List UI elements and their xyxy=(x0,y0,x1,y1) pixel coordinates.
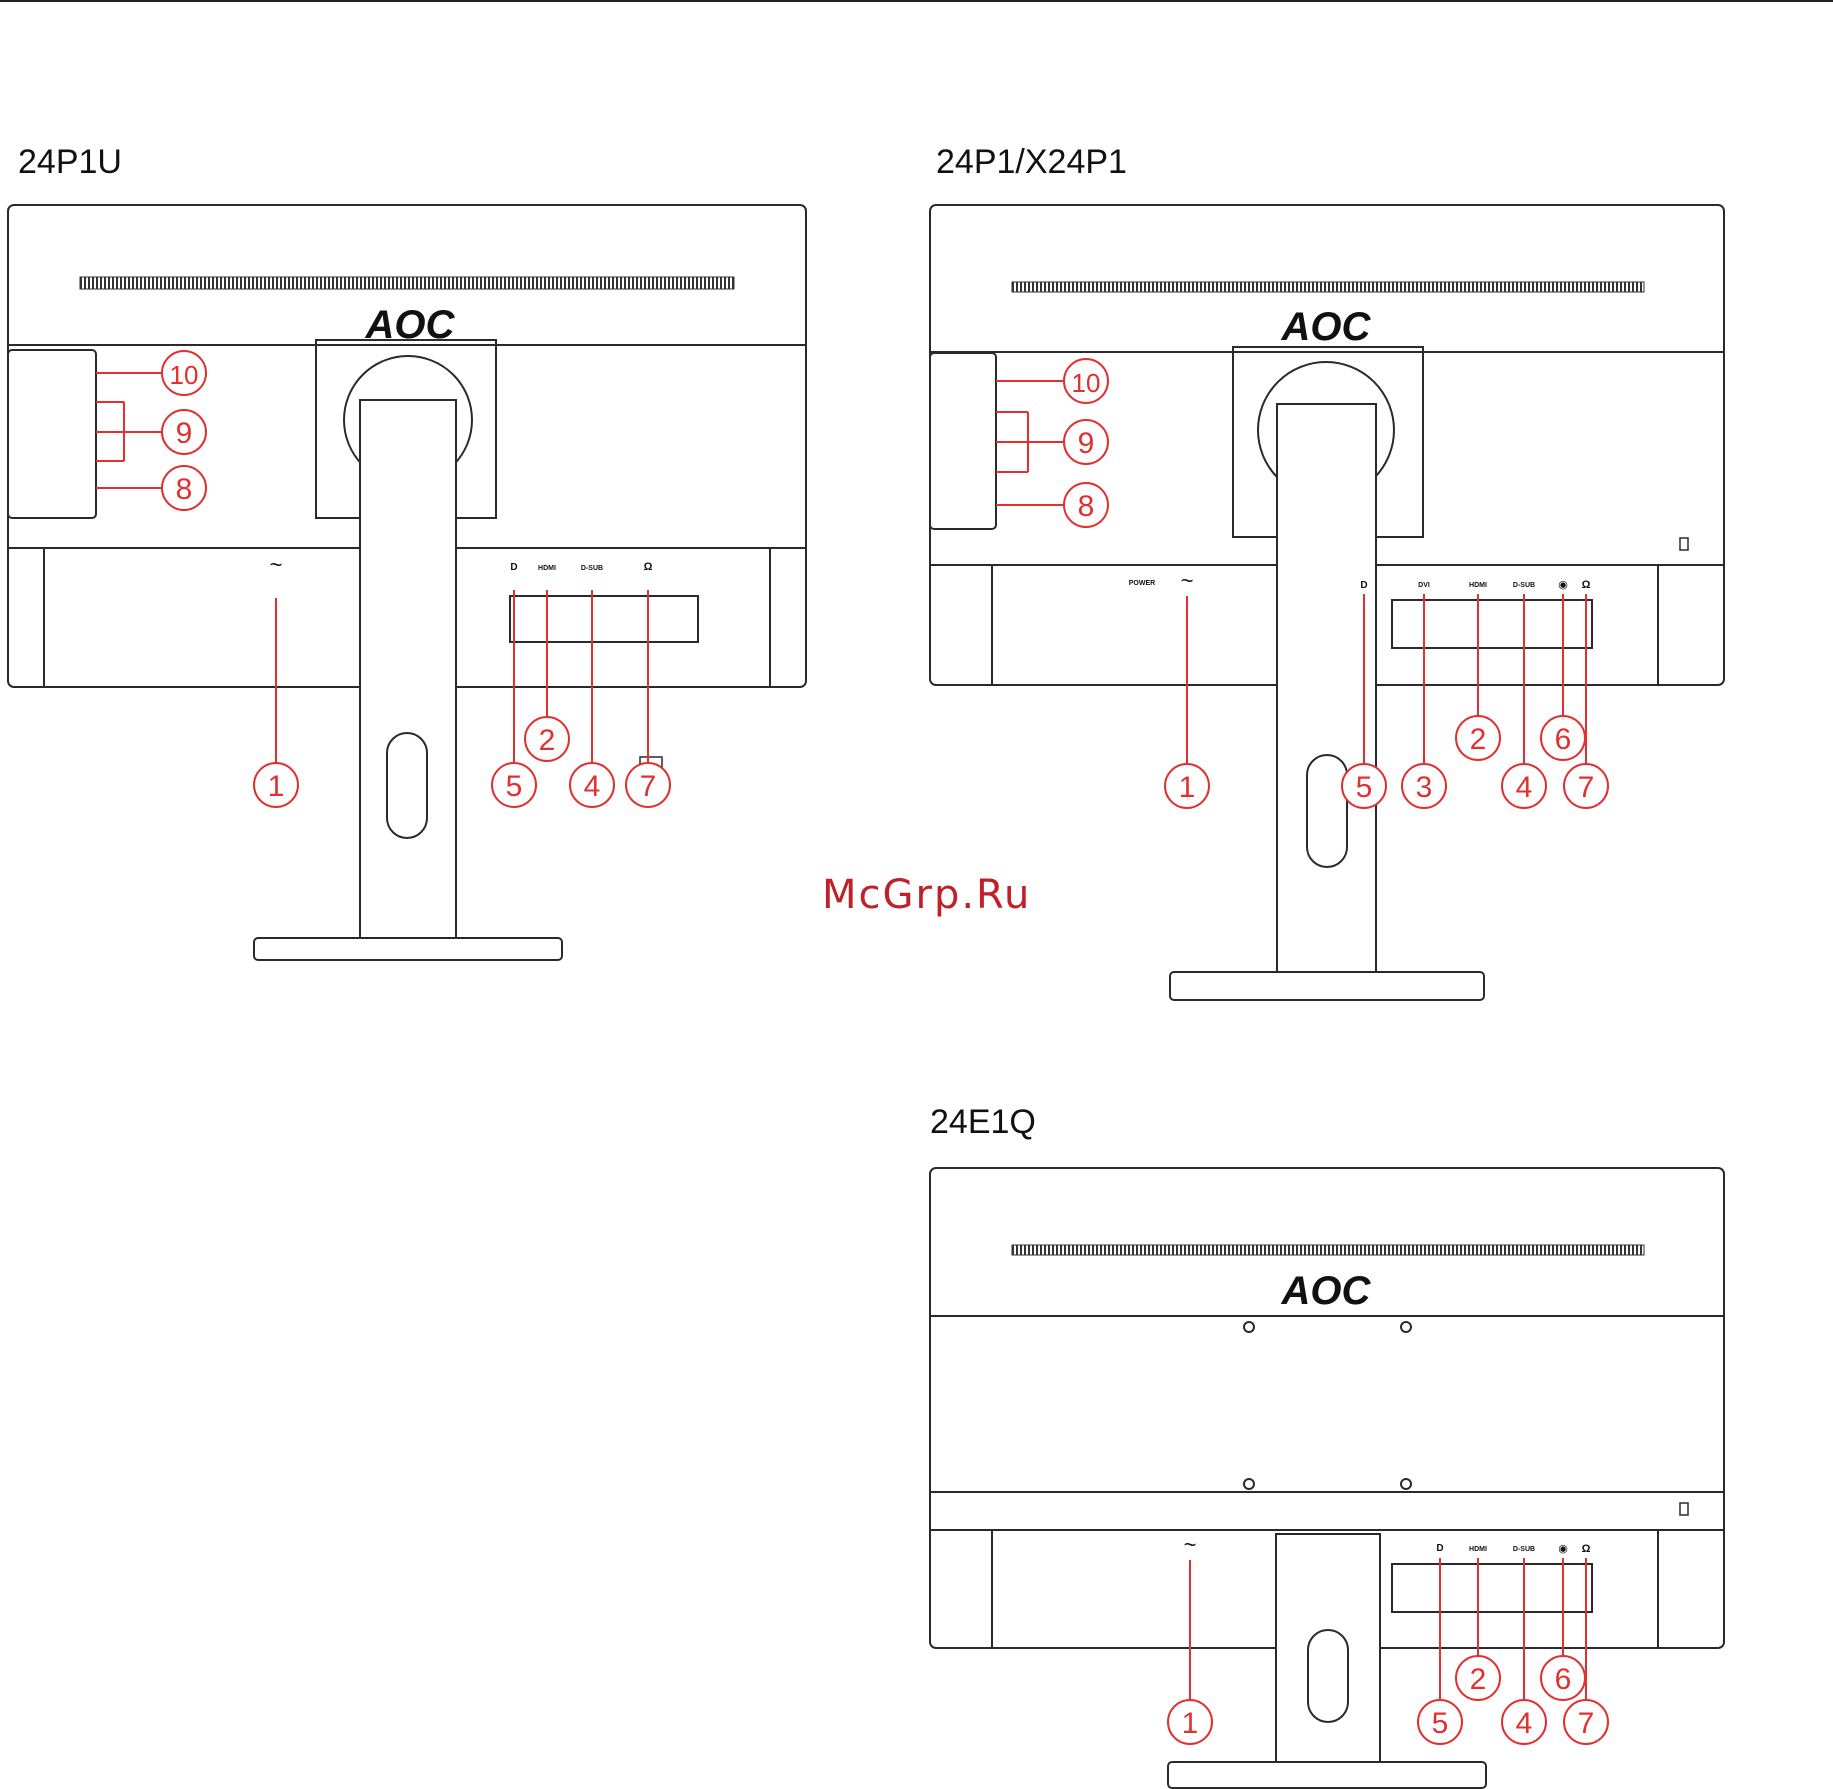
hdmi-label-b: HDMI xyxy=(1469,582,1487,589)
callout-1-b: 1 xyxy=(1179,771,1196,804)
power-symbol-a: ~ xyxy=(270,552,283,577)
audio-in-label-c: ◉ xyxy=(1558,1543,1568,1555)
callout-4-a: 4 xyxy=(584,770,601,803)
stand-neck xyxy=(1276,1534,1380,1788)
dp-label-a: D xyxy=(510,562,517,573)
power-symbol-c: ~ xyxy=(1184,1532,1197,1557)
callout-8-a: 8 xyxy=(176,473,193,506)
callout-9-a: 9 xyxy=(176,417,193,450)
callout-6-b: 6 xyxy=(1555,723,1572,756)
callout-7-a: 7 xyxy=(640,770,657,803)
usb-side-panel xyxy=(8,350,96,518)
callout-6-c: 6 xyxy=(1555,1663,1572,1696)
vesa-hole xyxy=(1401,1322,1411,1332)
dsub-label-b: D-SUB xyxy=(1513,582,1535,589)
stand-base xyxy=(1170,972,1484,1000)
callout-circles-c xyxy=(1168,1656,1608,1744)
callout-7-c: 7 xyxy=(1578,1707,1595,1740)
callout-leaders-c xyxy=(1190,1558,1586,1700)
stand-base xyxy=(254,938,562,960)
power-symbol-b: ~ xyxy=(1181,568,1194,593)
callout-3-b: 3 xyxy=(1416,771,1433,804)
callout-7-b: 7 xyxy=(1578,771,1595,804)
callout-10-a: 10 xyxy=(170,360,199,390)
watermark: McGrp.Ru xyxy=(822,872,1031,918)
vent-grille xyxy=(1012,1245,1644,1255)
dsub-label-a: D-SUB xyxy=(581,565,603,572)
callout-1-c: 1 xyxy=(1182,1707,1199,1740)
vesa-hole xyxy=(1244,1322,1254,1332)
power-label-b: POWER xyxy=(1129,580,1155,587)
port-panel xyxy=(510,596,698,642)
vesa-hole xyxy=(1244,1479,1254,1489)
callout-4-c: 4 xyxy=(1516,1707,1533,1740)
callout-1-a: 1 xyxy=(268,770,285,803)
dsub-label-c: D-SUB xyxy=(1513,1546,1535,1553)
callout-5-b: 5 xyxy=(1356,771,1373,804)
hdmi-label-a: HDMI xyxy=(538,565,556,572)
callout-8-b: 8 xyxy=(1078,490,1095,523)
callout-5-c: 5 xyxy=(1432,1707,1449,1740)
headphone-label-a: Ω xyxy=(644,561,653,573)
audio-in-label-b: ◉ xyxy=(1558,579,1568,591)
brand-logo-c: AOC xyxy=(1281,1269,1372,1313)
callout-10-b: 10 xyxy=(1072,368,1101,398)
callout-9-b: 9 xyxy=(1078,427,1095,460)
hdmi-label-c: HDMI xyxy=(1469,1546,1487,1553)
diagram-24e1q xyxy=(930,1168,1724,1788)
stand-neck xyxy=(1277,404,1376,972)
dp-label-c: D xyxy=(1436,1543,1443,1554)
vent-grille xyxy=(80,277,734,289)
lock-icon xyxy=(1680,1503,1688,1515)
brand-logo-b: AOC xyxy=(1281,305,1372,349)
vesa-hole xyxy=(1401,1479,1411,1489)
dp-label-b: D xyxy=(1360,580,1367,591)
callout-2-b: 2 xyxy=(1470,723,1487,756)
brand-logo-a: AOC xyxy=(365,303,456,347)
lock-icon xyxy=(1680,538,1688,550)
stand-base xyxy=(1168,1762,1486,1788)
callout-2-a: 2 xyxy=(539,724,556,757)
headphone-label-c: Ω xyxy=(1582,1543,1591,1555)
dvi-label-b: DVI xyxy=(1418,582,1430,589)
callout-2-c: 2 xyxy=(1470,1663,1487,1696)
vent-grille xyxy=(1012,282,1644,292)
stand-neck xyxy=(360,400,456,938)
headphone-label-b: Ω xyxy=(1582,579,1591,591)
callout-4-b: 4 xyxy=(1516,771,1533,804)
callout-5-a: 5 xyxy=(506,770,523,803)
usb-side-panel xyxy=(930,353,996,529)
